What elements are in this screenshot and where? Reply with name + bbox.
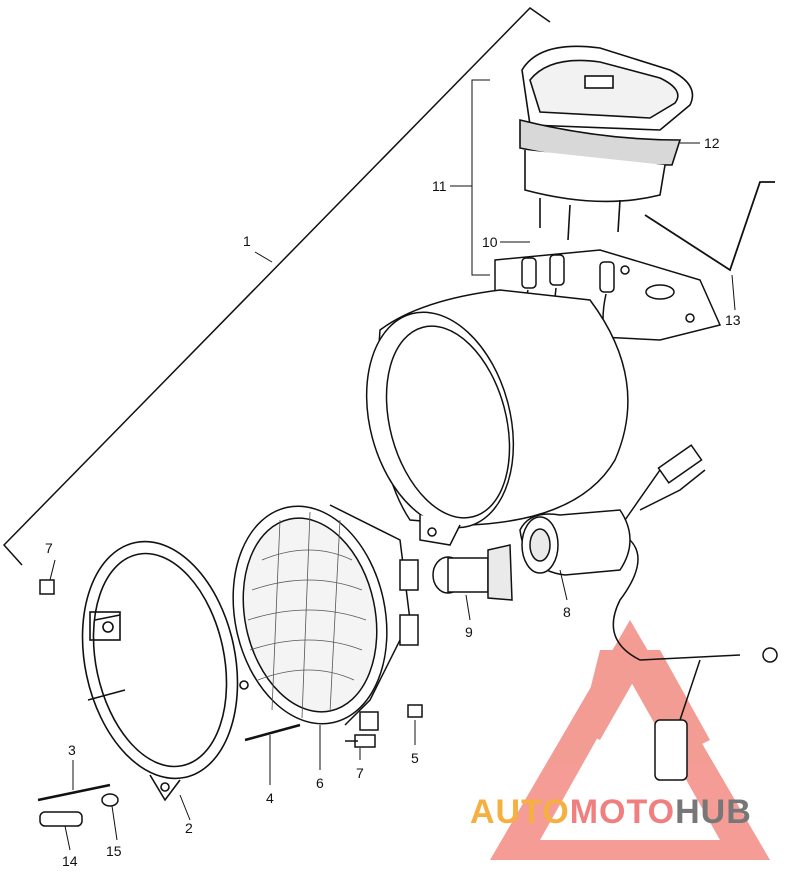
watermark-moto: MOTO (570, 793, 675, 831)
assembly-bracket-1 (2, 7, 551, 566)
callout-12: 12 (704, 135, 720, 151)
callout-8: 8 (563, 604, 571, 620)
bulb-socket (519, 444, 778, 781)
lens-pattern (247, 511, 367, 719)
callout-10: 10 (482, 234, 498, 250)
callout-11: 11 (432, 178, 447, 194)
callout-1: 1 (243, 233, 251, 249)
callout-3: 3 (68, 742, 76, 758)
meter-assembly (519, 45, 694, 241)
bulb (432, 544, 513, 601)
callout-9: 9 (465, 624, 473, 640)
callout-14: 14 (62, 853, 78, 869)
callout-15: 15 (106, 843, 122, 859)
headlight-lens-unit (232, 504, 419, 726)
wire-bracket (644, 181, 775, 272)
callout-5: 5 (411, 750, 419, 766)
callout-7-top: 7 (45, 540, 53, 556)
callout-6: 6 (316, 775, 324, 791)
callout-7-bottom: 7 (356, 765, 364, 781)
callout-labels: 1 2 3 4 5 6 7 7 8 9 10 11 12 13 14 15 (45, 135, 741, 869)
watermark-text: AUTOMOTOHUB (470, 793, 752, 831)
callout-4: 4 (266, 790, 274, 806)
watermark-hub: HUB (675, 793, 752, 831)
watermark-auto: AUTO (470, 793, 570, 831)
small-hardware (37, 579, 423, 827)
svg-text:AUTOMOTOHUB: AUTOMOTOHUB (470, 793, 752, 831)
headlight-rim (81, 540, 249, 802)
callout-2: 2 (185, 820, 193, 836)
leader-lines (49, 79, 736, 851)
callout-13: 13 (725, 312, 741, 328)
headlight-case (365, 289, 629, 546)
